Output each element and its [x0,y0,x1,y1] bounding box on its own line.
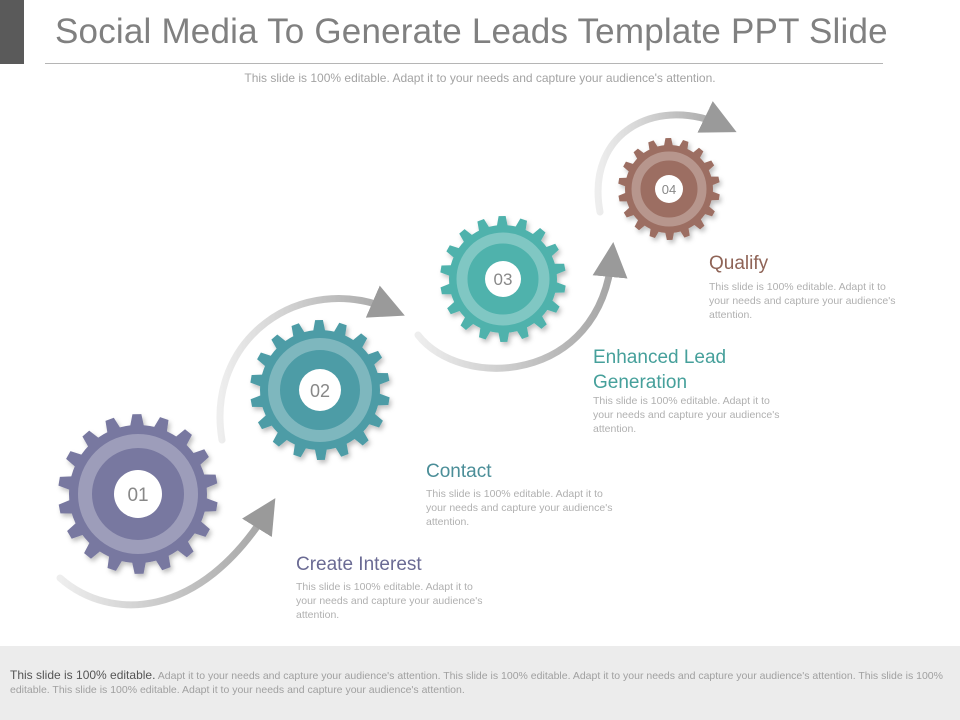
step-02-body: This slide is 100% editable. Adapt it to… [426,488,613,528]
step-03-heading: Enhanced Lead Generation [593,347,727,393]
page-title: Social Media To Generate Leads Template … [55,12,888,51]
footer-band [0,646,960,720]
corner-accent [0,0,24,64]
step-01-heading: Create Interest [296,554,422,575]
gear-01-hub [114,470,162,518]
gear-01-number: 01 [127,485,148,506]
gear-04-hub [655,175,683,203]
gear-04: 04 [618,138,720,240]
step-04-body: This slide is 100% editable. Adapt it to… [709,281,896,321]
step-03-body: This slide is 100% editable. Adapt it to… [593,395,780,435]
footer-text: This slide is 100% editable. Adapt it to… [10,668,945,697]
gear-02-number: 02 [310,381,330,401]
arrow-4-out [594,101,737,216]
title-divider [45,63,883,64]
page-subtitle: This slide is 100% editable. Adapt it to… [244,71,716,85]
arrow-1-to-2 [56,498,276,609]
gear-03: 03 [440,216,566,342]
step-02-heading: Contact [426,461,492,482]
step-04-heading: Qualify [709,253,769,274]
gear-diagram: 01 02 03 04 [56,101,737,609]
gear-01: 01 [58,414,218,574]
footer-body: Adapt it to your needs and capture your … [10,670,943,696]
arrow-2-to-3 [216,285,405,444]
step-01-body: This slide is 100% editable. Adapt it to… [296,581,483,621]
gear-04-number: 04 [662,182,676,197]
arrow-3-to-4 [414,242,628,372]
footer-lead: This slide is 100% editable. [10,668,156,682]
gear-02-hub [299,369,341,411]
gear-02: 02 [250,320,390,460]
gear-03-number: 03 [494,270,513,289]
gear-03-hub [485,261,521,297]
